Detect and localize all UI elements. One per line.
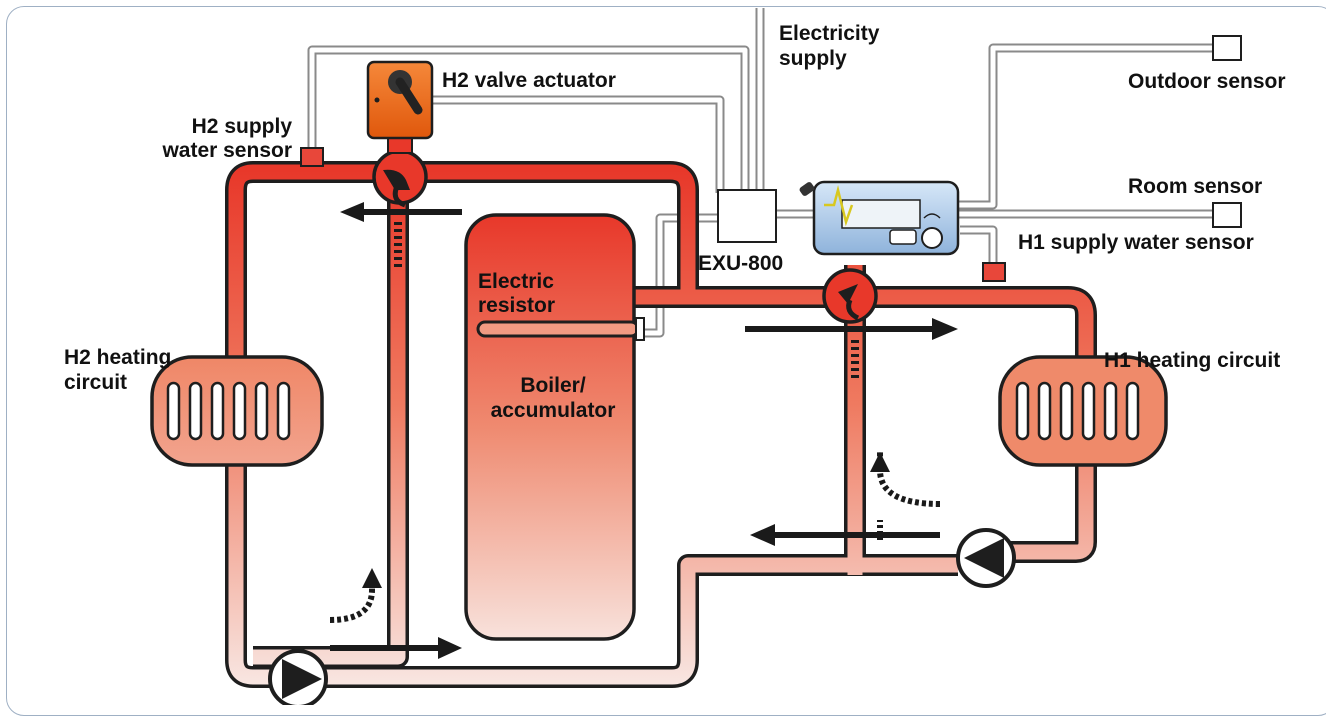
- svg-text:Boiler/: Boiler/: [520, 374, 586, 397]
- radiator-fin: [1125, 381, 1140, 441]
- label-h2-heating-2: circuit: [64, 371, 127, 394]
- svg-text:Room sensor: Room sensor: [1128, 175, 1262, 198]
- svg-text:Electricity: Electricity: [779, 22, 880, 45]
- svg-text:H2 heating: H2 heating: [64, 346, 171, 369]
- svg-text:H1 supply water sensor: H1 supply water sensor: [1018, 231, 1254, 254]
- svg-text:H2 supply: H2 supply: [192, 115, 293, 138]
- radiator-fin: [1037, 381, 1052, 441]
- h1-supply-water-sensor: [982, 262, 1006, 282]
- radiator-fin: [1081, 381, 1096, 441]
- wiring: [307, 8, 1215, 338]
- radiator-fin: [254, 381, 269, 441]
- h1-radiator: [998, 355, 1168, 467]
- label-electric-1: Electric: [478, 270, 554, 293]
- svg-text:Electric: Electric: [478, 270, 554, 293]
- label-electricity-1: Electricity: [779, 22, 880, 45]
- svg-text:supply: supply: [779, 47, 847, 70]
- label-h1-heating-circuit: H1 heating circuit: [1104, 349, 1280, 372]
- svg-text:EXU-800: EXU-800: [698, 252, 783, 275]
- label-h2-supply-1: H2 supply: [192, 115, 293, 138]
- electric-resistor-element: [476, 317, 645, 341]
- radiator-fin: [210, 381, 225, 441]
- h1-three-way-valve: [822, 268, 878, 324]
- label-outdoor-sensor: Outdoor sensor: [1128, 70, 1286, 93]
- svg-text:accumulator: accumulator: [491, 399, 616, 422]
- h2-supply-water-sensor: [300, 147, 324, 167]
- radiator-fin: [1103, 381, 1118, 441]
- radiator-fin: [1015, 381, 1030, 441]
- radiator-fin: [276, 381, 291, 441]
- svg-text:Outdoor sensor: Outdoor sensor: [1128, 70, 1286, 93]
- label-boiler-1: Boiler/: [520, 374, 586, 397]
- labels: Electricity supply H2 valve actuator H2 …: [64, 22, 1286, 422]
- svg-text:water sensor: water sensor: [161, 139, 292, 162]
- radiator-fin: [188, 381, 203, 441]
- piping: [225, 150, 1097, 688]
- outdoor-sensor: [1212, 35, 1242, 61]
- label-boiler-2: accumulator: [491, 399, 616, 422]
- room-sensor: [1212, 202, 1242, 228]
- exu-800-controller: [799, 180, 960, 256]
- label-h2-supply-2: water sensor: [161, 139, 292, 162]
- label-electric-2: resistor: [478, 294, 555, 317]
- label-electricity-2: supply: [779, 47, 847, 70]
- label-room-sensor: Room sensor: [1128, 175, 1262, 198]
- label-h1-supply-water-sensor: H1 supply water sensor: [1018, 231, 1254, 254]
- h2-valve-actuator: [366, 60, 434, 154]
- svg-text:H2 valve actuator: H2 valve actuator: [442, 69, 616, 92]
- flow-arrows: [329, 202, 958, 659]
- radiator-fin: [1059, 381, 1074, 441]
- h2-three-way-valve: [372, 149, 428, 208]
- svg-text:resistor: resistor: [478, 294, 555, 317]
- svg-text:circuit: circuit: [64, 371, 127, 394]
- h2-pump: [268, 649, 328, 705]
- h2-radiator: [150, 355, 324, 467]
- radiator-fin: [166, 381, 181, 441]
- svg-text:H1 heating circuit: H1 heating circuit: [1104, 349, 1280, 372]
- label-exu-800: EXU-800: [698, 252, 783, 275]
- radiator-fin: [232, 381, 247, 441]
- junction-box: [717, 189, 777, 243]
- h1-pump: [956, 528, 1016, 588]
- label-h2-heating-1: H2 heating: [64, 346, 171, 369]
- label-h2-valve-actuator: H2 valve actuator: [442, 69, 616, 92]
